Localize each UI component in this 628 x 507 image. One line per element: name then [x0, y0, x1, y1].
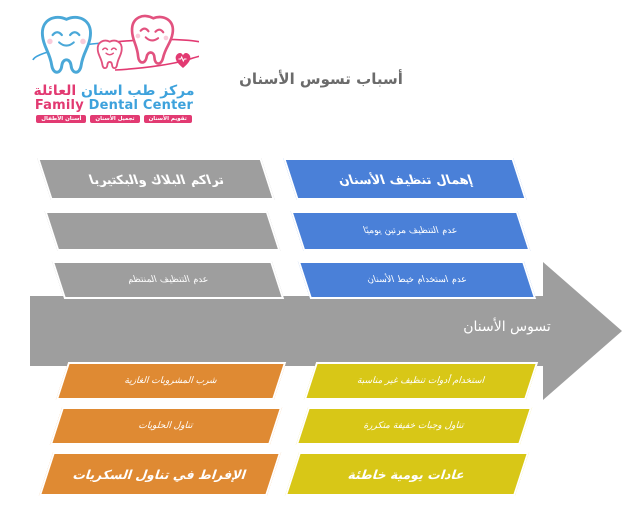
cause-label: الإفراط في تناول السكريات — [71, 466, 249, 482]
cause-box-plaque-bacteria: تراكم البلاك والبكتيريا — [37, 158, 275, 200]
clinic-logo: مركز طب اسنان العائلة Family Dental Cent… — [25, 8, 203, 123]
cause-box-frequent-snacks: تناول وجبات خفيفة متكررة — [295, 407, 533, 445]
service-badge: تجميل الأسنان — [90, 114, 140, 123]
teeth-family-icon — [32, 14, 199, 74]
clinic-name-en-main: Dental Center — [88, 97, 194, 113]
cause-box-eating-sweets: تناول الحلويات — [49, 407, 283, 445]
cause-box-irregular-cleaning: عدم التنظيف المنتظم — [51, 261, 285, 299]
cause-box-wrong-tools: استخدام أدوات تنظيف غير مناسبة — [303, 362, 539, 400]
clinic-name-ar-accent: العائلة — [33, 83, 77, 99]
cause-box-no-floss: عدم استخدام خيط الأسنان — [297, 261, 537, 299]
cause-box-neglect-cleaning: إهمال تنظيف الأسنان — [283, 158, 527, 200]
cause-box-not-twice-daily: عدم التنظيف مرتين يوميًا — [290, 211, 531, 251]
clinic-name-english: Family Dental Center — [25, 97, 203, 113]
cause-box-excess-sugar: الإفراط في تناول السكريات — [38, 452, 282, 496]
service-badges: تقويم الأسنان تجميل الأسنان أسنان الأطفا… — [25, 114, 203, 123]
service-badge: تقويم الأسنان — [143, 114, 192, 123]
cause-label: تراكم البلاك والبكتيريا — [86, 171, 226, 187]
arrow-label: تسوس الأسنان — [463, 319, 551, 335]
cause-label: شرب المشروبات الغازية — [123, 375, 219, 386]
service-badge: أسنان الأطفال — [36, 114, 87, 123]
cause-box-bad-daily-habits: عادات يومية خاطئة — [284, 452, 530, 496]
cause-label: عادات يومية خاطئة — [346, 466, 468, 482]
page-title: أسباب تسوس الأسنان — [239, 70, 403, 88]
heart-icon — [175, 53, 191, 68]
tooth-icon — [96, 39, 123, 70]
cause-label: استخدام أدوات تنظيف غير مناسبة — [355, 375, 487, 386]
cause-label: عدم التنظيف المنتظم — [125, 274, 210, 285]
cause-label: تناول الحلويات — [137, 420, 195, 431]
clinic-name-ar-main: مركز طب اسنان — [81, 83, 195, 99]
cause-label: عدم التنظيف مرتين يوميًا — [361, 225, 459, 236]
cause-label: عدم استخدام خيط الأسنان — [365, 274, 469, 285]
cause-box-empty — [44, 211, 281, 251]
tooth-icon — [130, 14, 175, 65]
clinic-name-arabic: مركز طب اسنان العائلة — [25, 84, 203, 99]
clinic-name-en-accent: Family — [34, 97, 84, 113]
cause-box-soda-drinks: شرب المشروبات الغازية — [55, 362, 287, 400]
cause-label: إهمال تنظيف الأسنان — [335, 171, 475, 187]
cause-label: تناول وجبات خفيفة متكررة — [362, 420, 466, 431]
tooth-icon — [41, 15, 92, 74]
